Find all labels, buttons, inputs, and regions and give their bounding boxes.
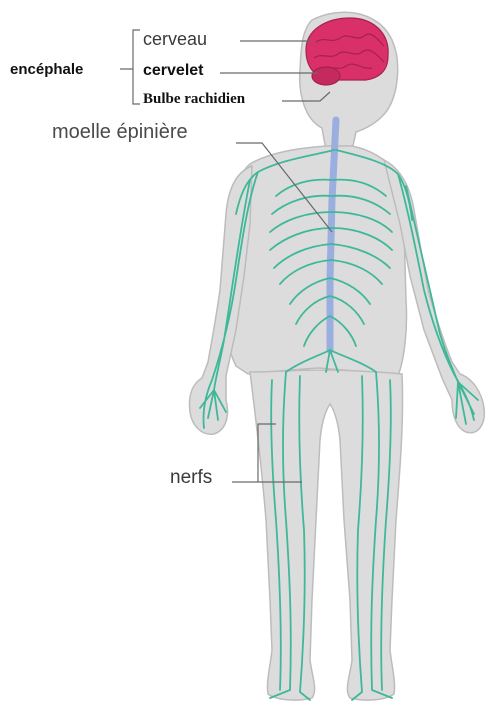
label-nerfs: nerfs [170, 468, 212, 487]
label-cervelet: cervelet [143, 63, 204, 79]
label-moelle-epiniere: moelle épinière [52, 122, 188, 142]
brain [306, 18, 388, 85]
label-cerveau: cerveau [143, 30, 207, 48]
body-silhouette [190, 12, 485, 700]
legs-outline [250, 370, 403, 700]
label-bulbe-rachidien: Bulbe rachidien [143, 92, 245, 107]
label-encephale: encéphale [10, 62, 83, 77]
encephale-bracket [120, 30, 140, 104]
cerebellum-shape [312, 67, 340, 85]
